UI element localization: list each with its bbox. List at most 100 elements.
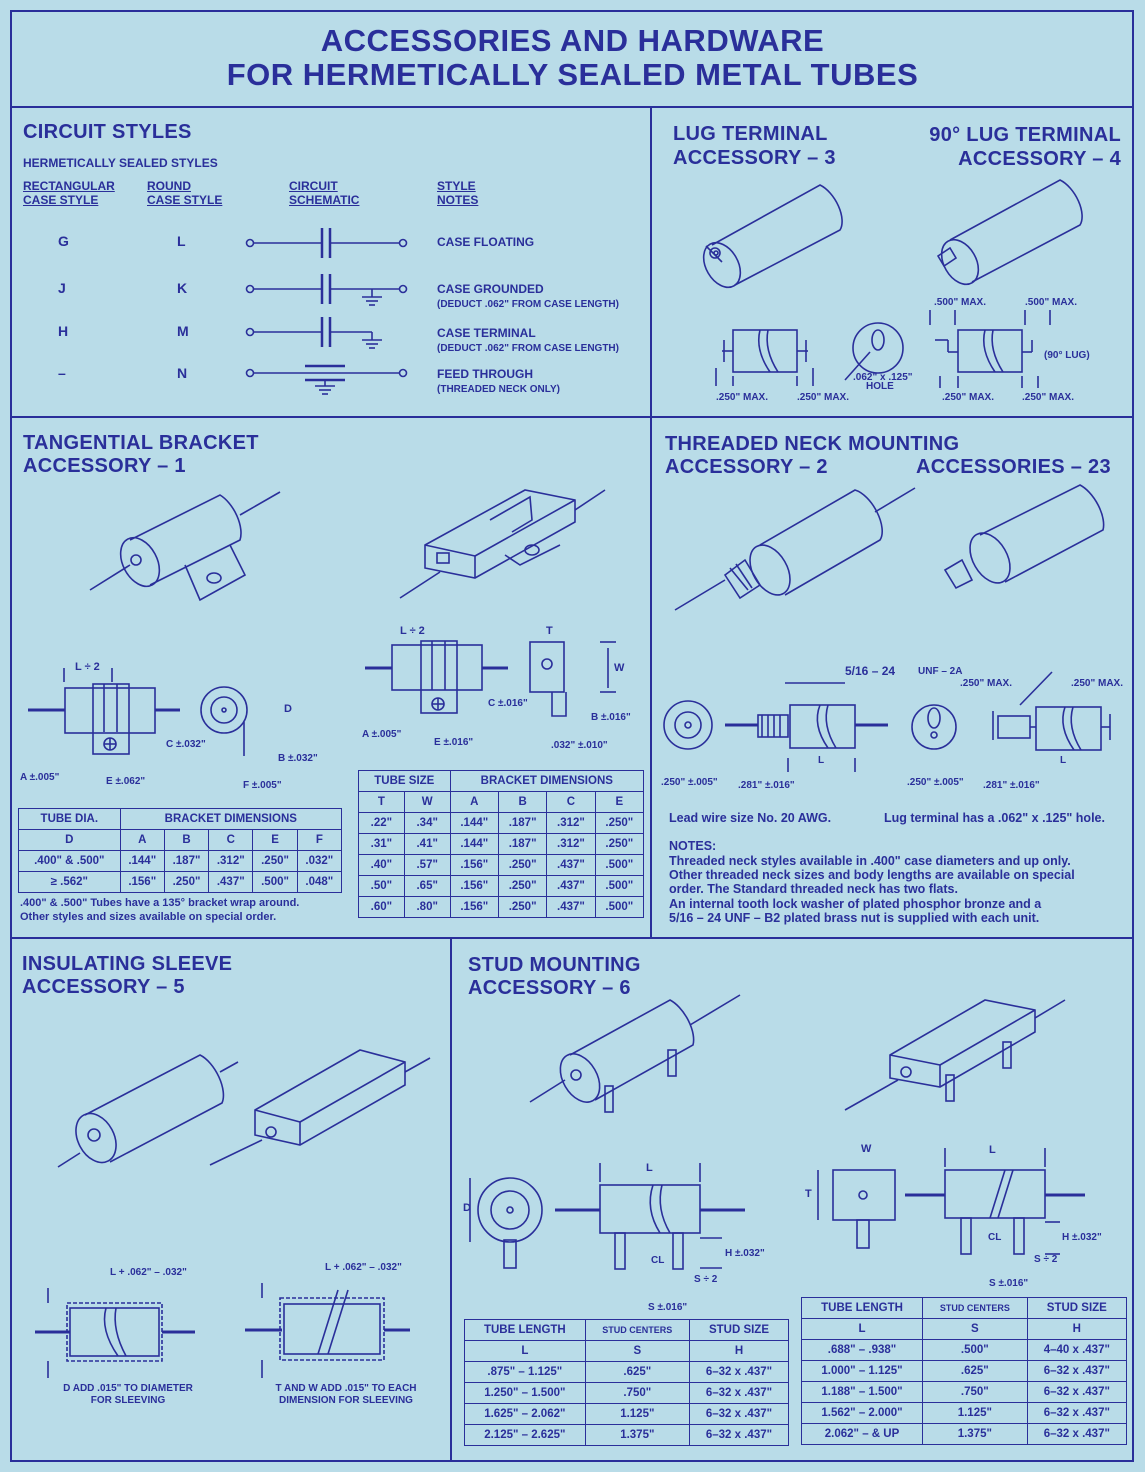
dim-label: .250" MAX. xyxy=(942,392,994,403)
dim-label: .281" ±.016" xyxy=(738,780,795,791)
dim-label: .250" ±.005" xyxy=(907,777,964,788)
sleeve-dims xyxy=(35,1283,410,1378)
sleeve-tw-note: T AND W ADD .015" TO EACH DIMENSION FOR … xyxy=(256,1383,436,1407)
table-row: 1.562" – 2.000"1.125"6–32 x .437" xyxy=(800,1402,1128,1424)
lug3-dimension-drawing xyxy=(715,322,904,386)
circuit-row-rect: G xyxy=(58,233,69,249)
col-rect-label: CASE STYLE xyxy=(23,193,99,207)
table-cell: .500" xyxy=(594,854,645,876)
stud-table-2: TUBE LENGTH STUD CENTERS STUD SIZE L S H… xyxy=(800,1297,1128,1445)
bracket-right-dims xyxy=(365,640,616,717)
col-rect-label: RECTANGULAR xyxy=(23,179,115,193)
table-cell: .156" xyxy=(449,896,499,918)
circuit-row-round: L xyxy=(177,233,186,249)
dim-label: L + .062" – .032" xyxy=(110,1267,187,1278)
page-title: ACCESSORIES AND HARDWARE FOR HERMETICALL… xyxy=(0,24,1145,92)
sleeve-heading-line: ACCESSORY – 5 xyxy=(22,976,185,998)
notes-heading: NOTES: xyxy=(669,839,717,853)
bracket-heading: TANGENTIAL BRACKET ACCESSORY – 1 xyxy=(23,432,259,478)
table-row: 2.125" – 2.625"1.375"6–32 x .437" xyxy=(464,1424,790,1446)
lug4-capacitor-drawing xyxy=(936,179,1083,286)
table-header: STUD SIZE xyxy=(688,1319,790,1341)
title-line-2: FOR HERMETICALLY SEALED METAL TUBES xyxy=(226,57,919,92)
note-line: Threaded neck styles available in .400" … xyxy=(669,854,1071,868)
table-row: .40".57".156".250".437".500" xyxy=(358,854,645,876)
stud-heading: STUD MOUNTING ACCESSORY – 6 xyxy=(468,954,641,1000)
table-cell: .31" xyxy=(358,833,405,855)
table-cell: .144" xyxy=(449,833,499,855)
dim-label: C ±.032" xyxy=(166,739,206,750)
table-cell: .312" xyxy=(546,812,596,834)
dim-label: .250" MAX. xyxy=(1071,678,1123,689)
schematic-case-terminal xyxy=(245,317,382,349)
dim-label: D xyxy=(284,703,292,715)
table-cell: 6–32 x .437" xyxy=(688,1382,790,1404)
dim-label: .032" ±.010" xyxy=(551,740,608,751)
threaded-heading: THREADED NECK MOUNTING ACCESSORY – 2 xyxy=(665,433,959,479)
note-line: Other threaded neck sizes and body lengt… xyxy=(669,868,1075,882)
lug3-capacitor-drawing xyxy=(702,184,843,289)
table-row: .50".65".156".250".437".500" xyxy=(358,875,645,897)
table-cell: .500" xyxy=(252,871,298,893)
dim-label: .250" ±.005" xyxy=(661,777,718,788)
dim-label: .281" ±.016" xyxy=(983,780,1040,791)
page-frame xyxy=(10,10,1134,1462)
bracket-table-2: TUBE SIZE BRACKET DIMENSIONS T W A B C E… xyxy=(358,770,645,918)
threaded-heading-line: THREADED NECK MOUNTING xyxy=(665,433,960,455)
dim-label: A ±.005" xyxy=(20,772,60,783)
table-header: TUBE DIA. xyxy=(18,808,121,830)
col-notes-label: STYLE xyxy=(437,179,476,193)
lug3-heading: LUG TERMINAL ACCESSORY – 3 xyxy=(673,122,836,170)
note-line: DIMENSION FOR SLEEVING xyxy=(279,1395,413,1406)
table-cell: ≥ .562" xyxy=(18,871,121,893)
dim-label: .062" x .125" xyxy=(853,372,913,383)
dim-label: A ±.005" xyxy=(362,729,402,740)
table-cell: .250" xyxy=(497,896,548,918)
schematic-case-floating xyxy=(245,228,408,258)
table-header: BRACKET DIMENSIONS xyxy=(119,808,343,830)
dim-label: L xyxy=(646,1162,653,1174)
circuit-row-rect: J xyxy=(58,280,66,296)
dim-label: F ±.005" xyxy=(243,780,282,791)
table-cell: .032" xyxy=(296,850,343,872)
table-header: STUD SIZE xyxy=(1026,1297,1128,1319)
note-line: FOR SLEEVING xyxy=(90,1395,166,1406)
table-cell: 1.125" xyxy=(922,1402,1028,1424)
circuit-row-note: CASE TERMINAL xyxy=(437,326,536,340)
dim-label: S ±.016" xyxy=(989,1278,1029,1289)
circuit-row-rect: H xyxy=(58,323,69,339)
table-cell: .60" xyxy=(358,896,405,918)
bracket-left-dims xyxy=(28,668,248,756)
table-cell: 1.250" – 1.500" xyxy=(464,1382,586,1404)
dim-label: T xyxy=(546,625,553,637)
stud-rect-capacitor xyxy=(844,999,1066,1111)
dim-label: CL xyxy=(988,1232,1002,1243)
table-cell: .048" xyxy=(296,871,343,893)
bracket-note: Other styles and sizes available on spec… xyxy=(20,911,277,923)
table-cell: 1.000" – 1.125" xyxy=(800,1360,924,1382)
dim-label: .500" MAX. xyxy=(1025,297,1077,308)
dim-label: S ÷ 2 xyxy=(1034,1254,1058,1265)
dim-label: .250" MAX. xyxy=(960,678,1012,689)
divider xyxy=(10,106,1134,108)
divider xyxy=(450,937,452,1462)
note-line: order. The Standard threaded neck has tw… xyxy=(669,882,958,896)
bracket-heading-line: ACCESSORY – 1 xyxy=(23,455,186,477)
note-line: An internal tooth lock washer of plated … xyxy=(669,897,1042,911)
table-cell: .875" – 1.125" xyxy=(464,1361,586,1383)
note-line: T AND W ADD .015" TO EACH xyxy=(275,1383,417,1394)
bracket-round-drawing xyxy=(89,491,281,602)
circuit-row-sub: (DEDUCT .062" FROM CASE LENGTH) xyxy=(437,343,619,354)
dim-label: L xyxy=(989,1144,996,1156)
dim-label: W xyxy=(614,662,625,674)
table-row: 1.188" – 1.500".750"6–32 x .437" xyxy=(800,1381,1128,1403)
dim-label: B ±.016" xyxy=(591,712,631,723)
table-row: 1.000" – 1.125".625"6–32 x .437" xyxy=(800,1360,1128,1382)
table-cell: 4–40 x .437" xyxy=(1026,1339,1128,1361)
divider xyxy=(650,106,652,937)
dim-label: (90° LUG) xyxy=(1044,350,1090,361)
dim-label: H ±.032" xyxy=(1062,1232,1102,1243)
circuit-row-note: CASE GROUNDED xyxy=(437,282,544,296)
